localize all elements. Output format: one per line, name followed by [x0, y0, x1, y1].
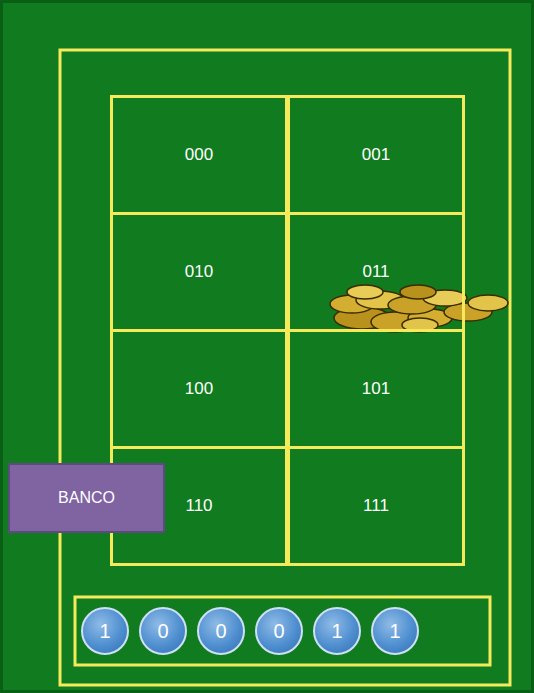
cell-label: 011 [362, 262, 389, 282]
bit-circle: 1 [313, 607, 361, 655]
bit-circle: 1 [81, 607, 129, 655]
bit-digit: 1 [389, 620, 400, 643]
bit-digit: 0 [157, 620, 168, 643]
bit-digit: 1 [331, 620, 342, 643]
bit-digit: 0 [215, 620, 226, 643]
bit-tray [75, 597, 490, 665]
cell-label: 101 [362, 379, 390, 399]
bit-circle: 0 [255, 607, 303, 655]
grid-cell: 000 [110, 95, 288, 215]
cell-label: 100 [185, 379, 213, 399]
bank-box: BANCO [8, 463, 165, 533]
outer-frame [60, 50, 510, 685]
grid-cell: 101 [287, 329, 465, 449]
grid-cell: 001 [287, 95, 465, 215]
bank-label: BANCO [58, 489, 115, 507]
bit-circle: 0 [197, 607, 245, 655]
grid-cell: 010 [110, 212, 288, 332]
bit-circle: 1 [371, 607, 419, 655]
grid-cell: 100 [110, 329, 288, 449]
bit-digit: 0 [273, 620, 284, 643]
grid-cell: 111 [287, 446, 465, 566]
cell-label: 111 [363, 496, 389, 516]
grid-cell: 011 [287, 212, 465, 332]
cell-label: 001 [362, 145, 390, 165]
cell-label: 000 [185, 145, 213, 165]
cell-label: 110 [185, 496, 212, 516]
bit-digit: 1 [99, 620, 110, 643]
bit-circle: 0 [139, 607, 187, 655]
coin-pile [330, 285, 508, 332]
cell-label: 010 [185, 262, 213, 282]
